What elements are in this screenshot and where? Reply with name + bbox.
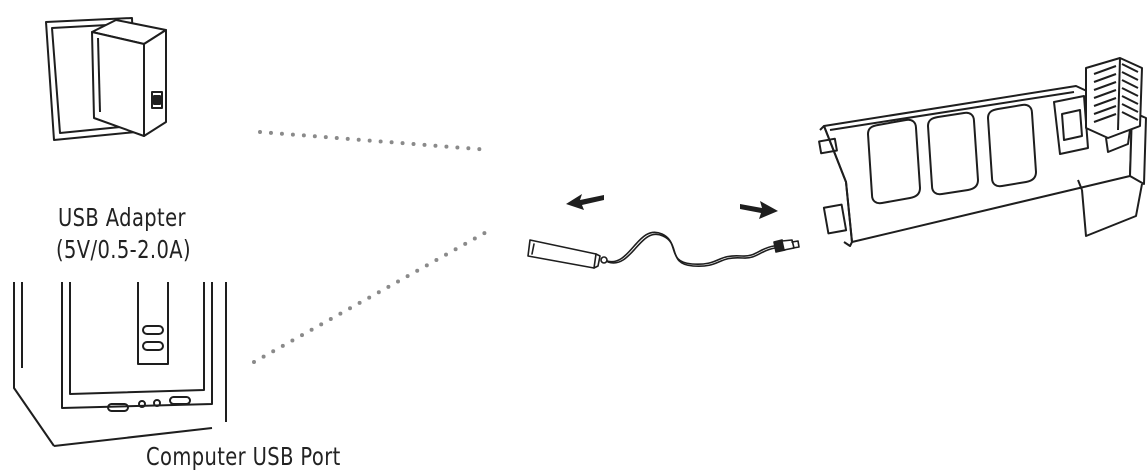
- arrow-right-icon: [740, 201, 778, 219]
- usb-adapter-label: USB Adapter: [58, 203, 186, 232]
- computer-connector-dots: [252, 228, 492, 364]
- usb-adapter-spec-label: (5V/0.5-2.0A): [56, 235, 192, 264]
- usb-charging-cable-icon: [527, 231, 800, 269]
- computer-tower-icon: [13, 282, 227, 447]
- drone-battery-icon: [818, 57, 1147, 247]
- computer-usb-port-label: Computer USB Port: [146, 442, 341, 471]
- usb-wall-adapter-icon: [45, 17, 167, 141]
- adapter-connector-dots: [258, 130, 492, 152]
- arrow-left-icon: [566, 194, 604, 210]
